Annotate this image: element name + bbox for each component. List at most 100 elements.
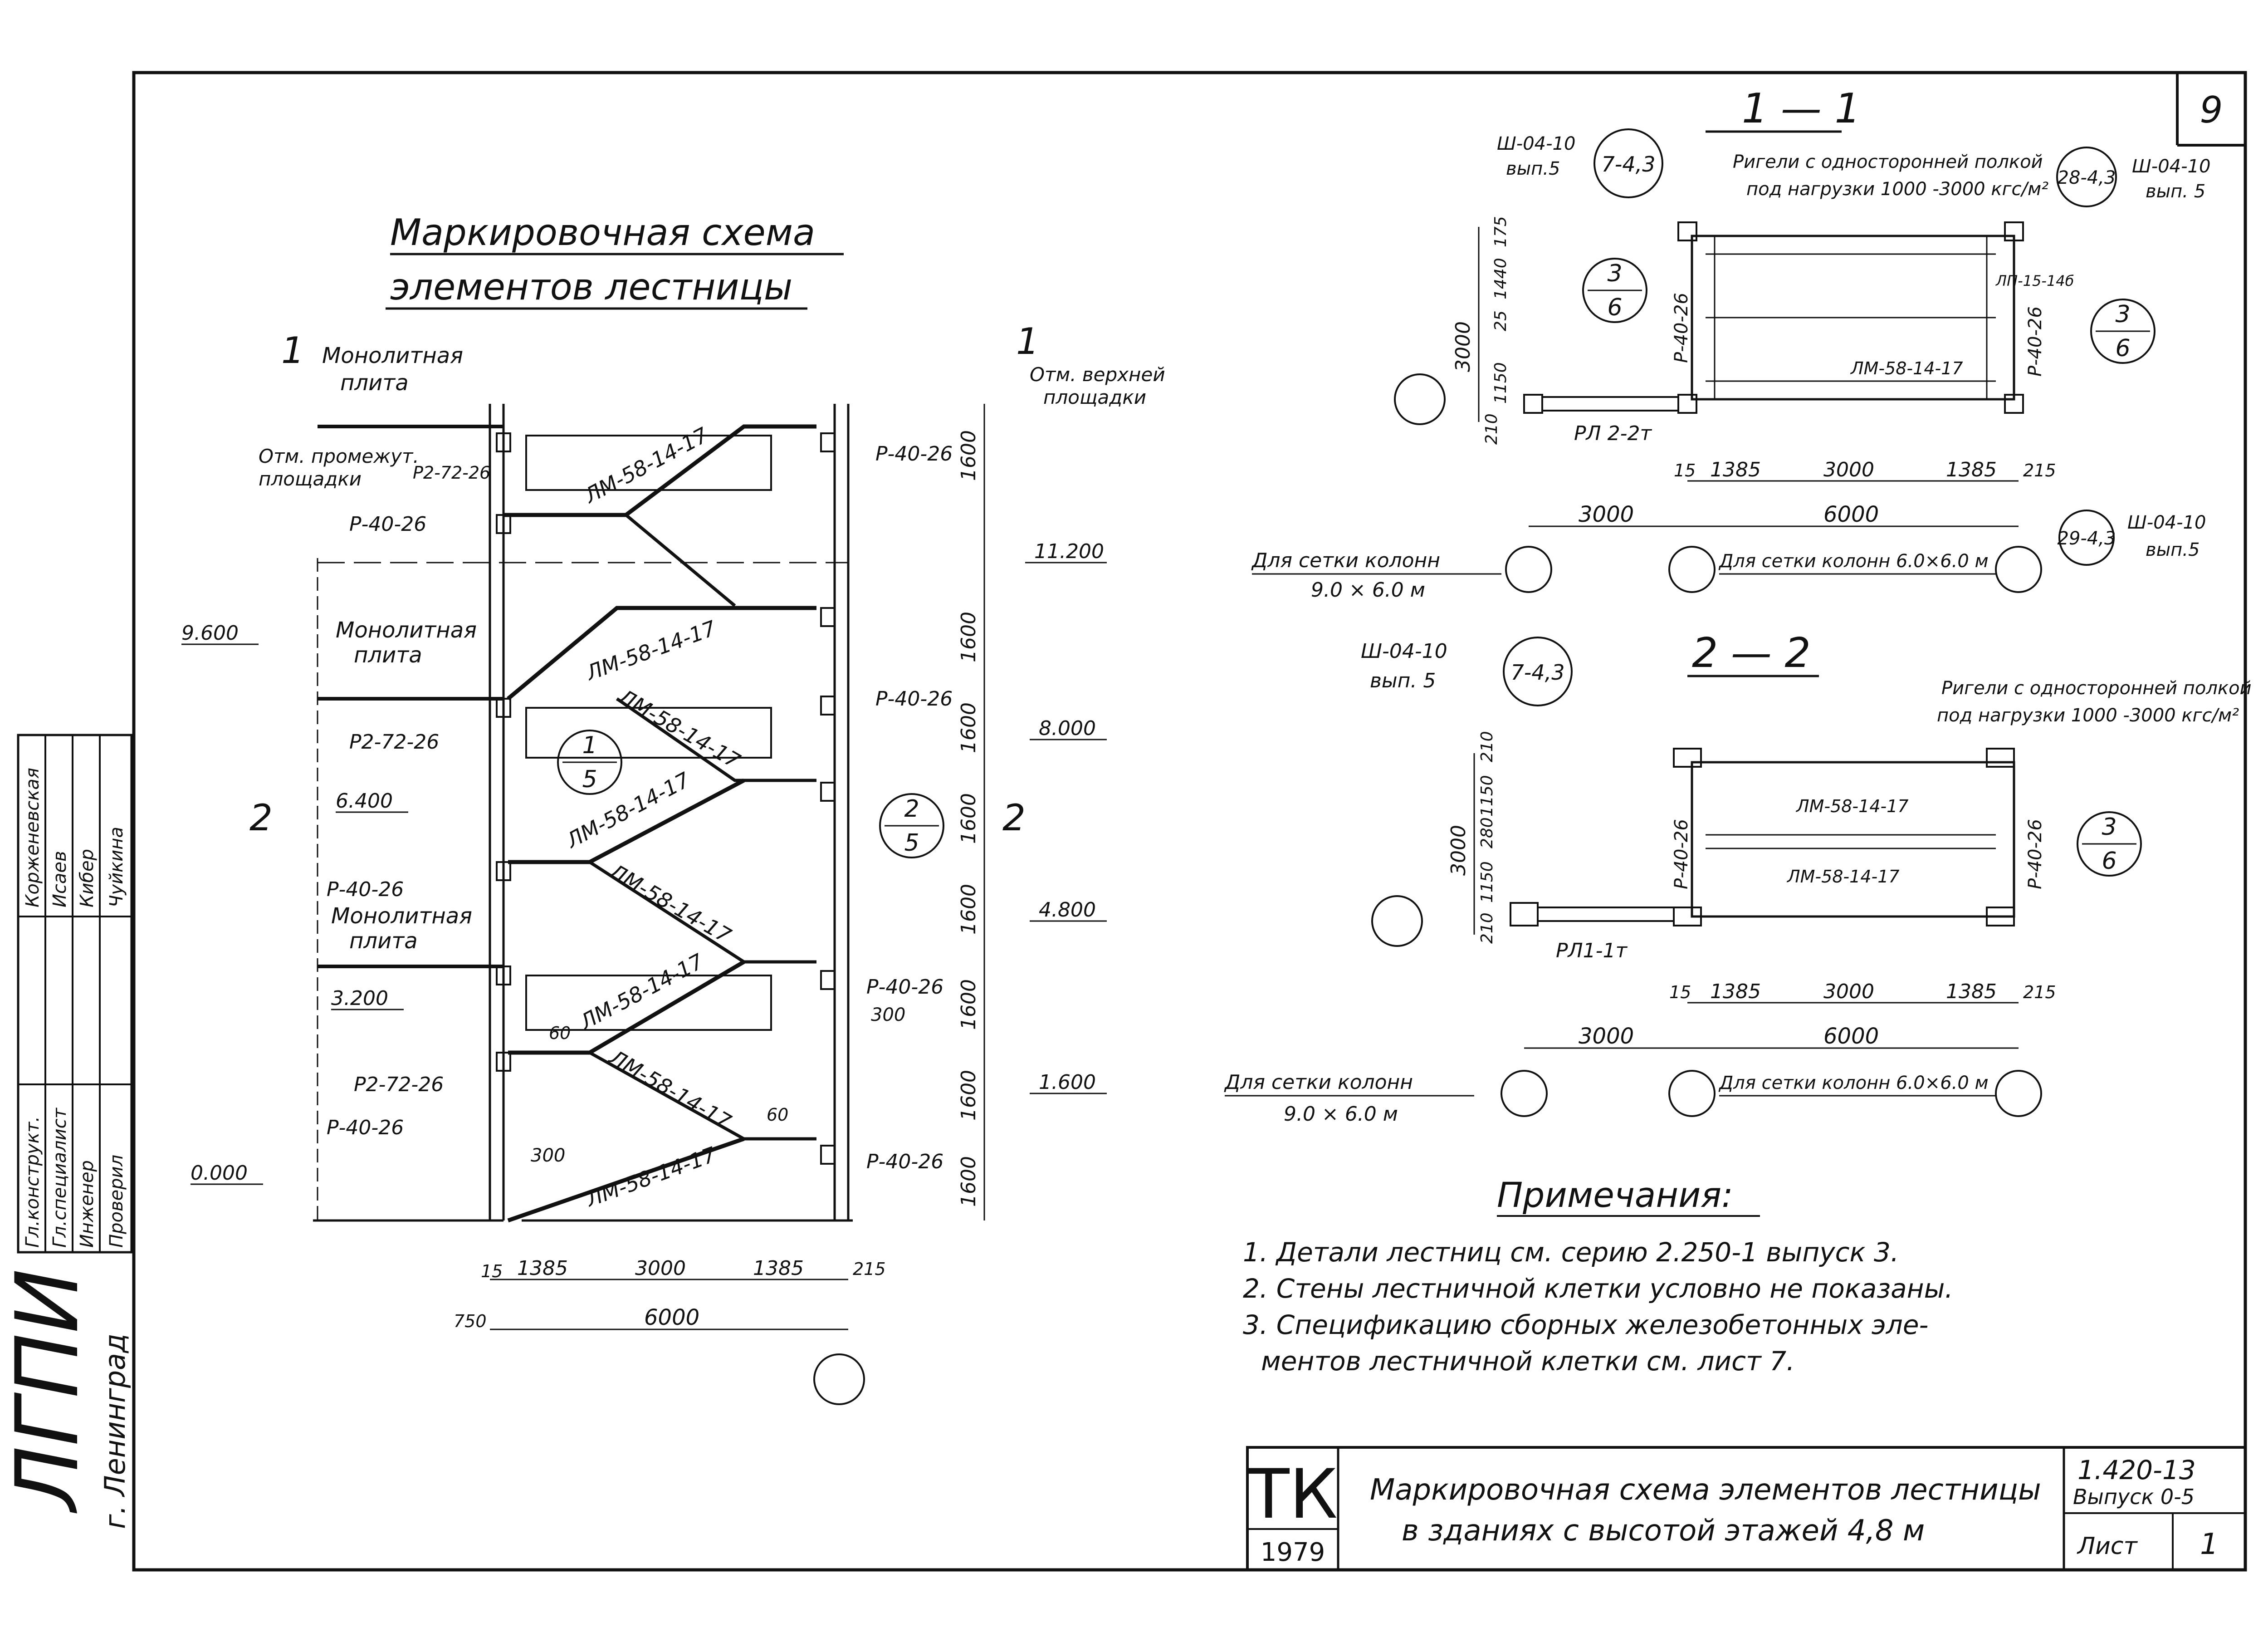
beam-label-left: Р-40-26 xyxy=(349,513,426,536)
elevation-mark: 0.000 xyxy=(191,1162,248,1185)
sheet-number: 9 xyxy=(2200,89,2223,131)
beam-label-left: Р-40-26 xyxy=(327,878,404,901)
bottom-dim: 1385 xyxy=(517,1257,568,1280)
svg-text:1150: 1150 xyxy=(1478,861,1496,903)
svg-text:Ш-04-10: Ш-04-10 xyxy=(2127,512,2206,533)
plan-1-beam-left: Р-40-26 xyxy=(1671,293,1692,363)
plan-1-title: 1 — 1 xyxy=(1742,85,1861,132)
height-dim: 1600 xyxy=(957,793,980,844)
height-dim: 1600 xyxy=(957,884,980,935)
ref-left-b: вып.5 xyxy=(1506,158,1560,179)
svg-text:3000: 3000 xyxy=(1579,1024,1634,1049)
label-monolith-slab: Монолитная xyxy=(331,903,472,929)
small-dim: 300 xyxy=(871,1005,905,1025)
svg-text:Инженер: Инженер xyxy=(77,1160,98,1248)
svg-text:Для сетки колонн: Для сетки колонн xyxy=(1224,1071,1413,1094)
circle-7-4-3 xyxy=(1503,637,1573,706)
svg-text:210: 210 xyxy=(1482,413,1501,445)
elevation-mark: 6.400 xyxy=(336,789,393,813)
height-dim: 1600 xyxy=(957,979,980,1030)
left-offset: 750 xyxy=(454,1311,487,1331)
svg-text:вып. 5: вып. 5 xyxy=(1370,669,1436,692)
note-item: 3. Спецификацию сборных железобетонных э… xyxy=(1243,1309,1928,1340)
plan-1-landing: ЛП-15-14б xyxy=(1995,272,2074,289)
bottom-dim: 1385 xyxy=(753,1257,804,1280)
beam-label-left: Р-40-26 xyxy=(327,1116,404,1139)
svg-text:Корженевская: Корженевская xyxy=(22,768,43,907)
grid-label-b: Для сетки колонн 6.0×6.0 м xyxy=(1718,551,1989,572)
svg-text:1385: 1385 xyxy=(1710,980,1761,1003)
svg-text:3000: 3000 xyxy=(1452,321,1475,372)
label-monolith-slab: Монолитная xyxy=(336,618,477,643)
flight-label: ЛМ-58-14-17 xyxy=(605,1044,735,1134)
svg-text:6000: 6000 xyxy=(1823,1024,1879,1049)
svg-text:Чуйкина: Чуйкина xyxy=(106,827,127,907)
tb-series: 1.420-13 xyxy=(2077,1455,2196,1485)
tb-sheet-label: Лист xyxy=(2077,1533,2138,1560)
tb-issue: Выпуск 0-5 xyxy=(2073,1485,2195,1509)
svg-text:1150: 1150 xyxy=(1478,775,1496,817)
height-dim: 1600 xyxy=(957,1156,980,1207)
small-dim: 300 xyxy=(531,1145,565,1166)
flight-label: ЛМ-58-14-17 xyxy=(582,1142,719,1212)
svg-text:Для сетки колонн 6.0×6.0 м: Для сетки колонн 6.0×6.0 м xyxy=(1718,1073,1989,1093)
svg-text:3000: 3000 xyxy=(1579,502,1634,527)
tb-desc-1: Маркировочная схема элементов лестницы xyxy=(1370,1473,2041,1507)
callout-num: 1 xyxy=(582,732,597,759)
note-item: 2. Стены лестничной клетки условно не по… xyxy=(1243,1273,1953,1304)
side-stamp: Гл.конструкт. Корженевская Гл.специалист… xyxy=(0,734,133,1529)
bottom-dim: 215 xyxy=(853,1259,886,1279)
grid-axis-circle xyxy=(1668,546,1716,593)
svg-text:6: 6 xyxy=(2115,335,2130,362)
svg-text:Кибер: Кибер xyxy=(77,849,98,907)
svg-text:Р-40-26: Р-40-26 xyxy=(1671,819,1692,889)
plan-1-flight: ЛМ-58-14-17 xyxy=(1850,358,1963,378)
label-upper-landing-b: площадки xyxy=(1043,386,1146,408)
svg-text:210: 210 xyxy=(1478,731,1496,762)
beam-label-right: Р-40-26 xyxy=(866,1150,943,1173)
svg-text:Исаев: Исаев xyxy=(49,851,70,907)
callout-den: 5 xyxy=(582,766,597,793)
beam-label-right: Р-40-26 xyxy=(875,442,953,466)
section-mark-2-left: 2 xyxy=(249,797,273,839)
svg-text:3000: 3000 xyxy=(1447,825,1470,876)
svg-text:15: 15 xyxy=(1669,982,1691,1002)
svg-text:РЛ1-1т: РЛ1-1т xyxy=(1556,939,1628,962)
svg-text:6: 6 xyxy=(2102,848,2116,875)
grid-axis-circle xyxy=(1394,373,1446,425)
callout-den: 5 xyxy=(904,829,919,857)
grid-axis-circle xyxy=(1505,546,1552,593)
callout-circle xyxy=(879,793,944,858)
label-mid-landing-b: площадки xyxy=(259,468,362,490)
svg-text:9.0 × 6.0 м: 9.0 × 6.0 м xyxy=(1284,1103,1398,1126)
flight-label: ЛМ-58-14-17 xyxy=(614,684,744,774)
grid-axis-circle xyxy=(1668,1070,1716,1117)
grid-axis-circle xyxy=(1995,1070,2042,1117)
section-mark-2-right: 2 xyxy=(1002,797,1026,839)
grid-axis-circle xyxy=(813,1353,865,1405)
plan-1-1: 1 — 1 Ш-04-10 вып.5 7-4,3 Ригели с однос… xyxy=(1251,85,2210,602)
elevation-section: ЛМ-58-14-17 ЛМ-58-14-17 ЛМ-58-14-17 ЛМ-5… xyxy=(181,320,1165,1405)
label-monolith-slab-b: плита xyxy=(340,370,409,396)
svg-text:Гл.специалист: Гл.специалист xyxy=(49,1107,70,1248)
callout-num: 2 xyxy=(904,795,919,823)
ref-right: Ш-04-10 xyxy=(2132,156,2210,177)
circle-7-4-3 xyxy=(1593,128,1663,198)
grid-axis-circle xyxy=(1371,895,1423,947)
label-mid-landing: Отм. промежут. xyxy=(259,445,419,467)
svg-text:3: 3 xyxy=(2115,301,2130,328)
grid-axis-circle xyxy=(1995,546,2042,593)
svg-text:175: 175 xyxy=(1491,216,1510,247)
svg-text:ЛМ-58-14-17: ЛМ-58-14-17 xyxy=(1786,867,1900,887)
section-mark-1-right: 1 xyxy=(1016,320,1039,363)
circle-29-4-3 xyxy=(2058,510,2115,566)
svg-text:6: 6 xyxy=(1607,294,1622,321)
svg-text:3000: 3000 xyxy=(1823,458,1874,481)
svg-text:1385: 1385 xyxy=(1710,458,1761,481)
elevation-mark: 11.200 xyxy=(1034,540,1104,563)
grid-label-a2: 9.0 × 6.0 м xyxy=(1311,578,1425,602)
svg-text:1385: 1385 xyxy=(1946,980,1997,1003)
svg-text:3000: 3000 xyxy=(1823,980,1874,1003)
main-title-line1: Маркировочная схема xyxy=(390,211,815,254)
